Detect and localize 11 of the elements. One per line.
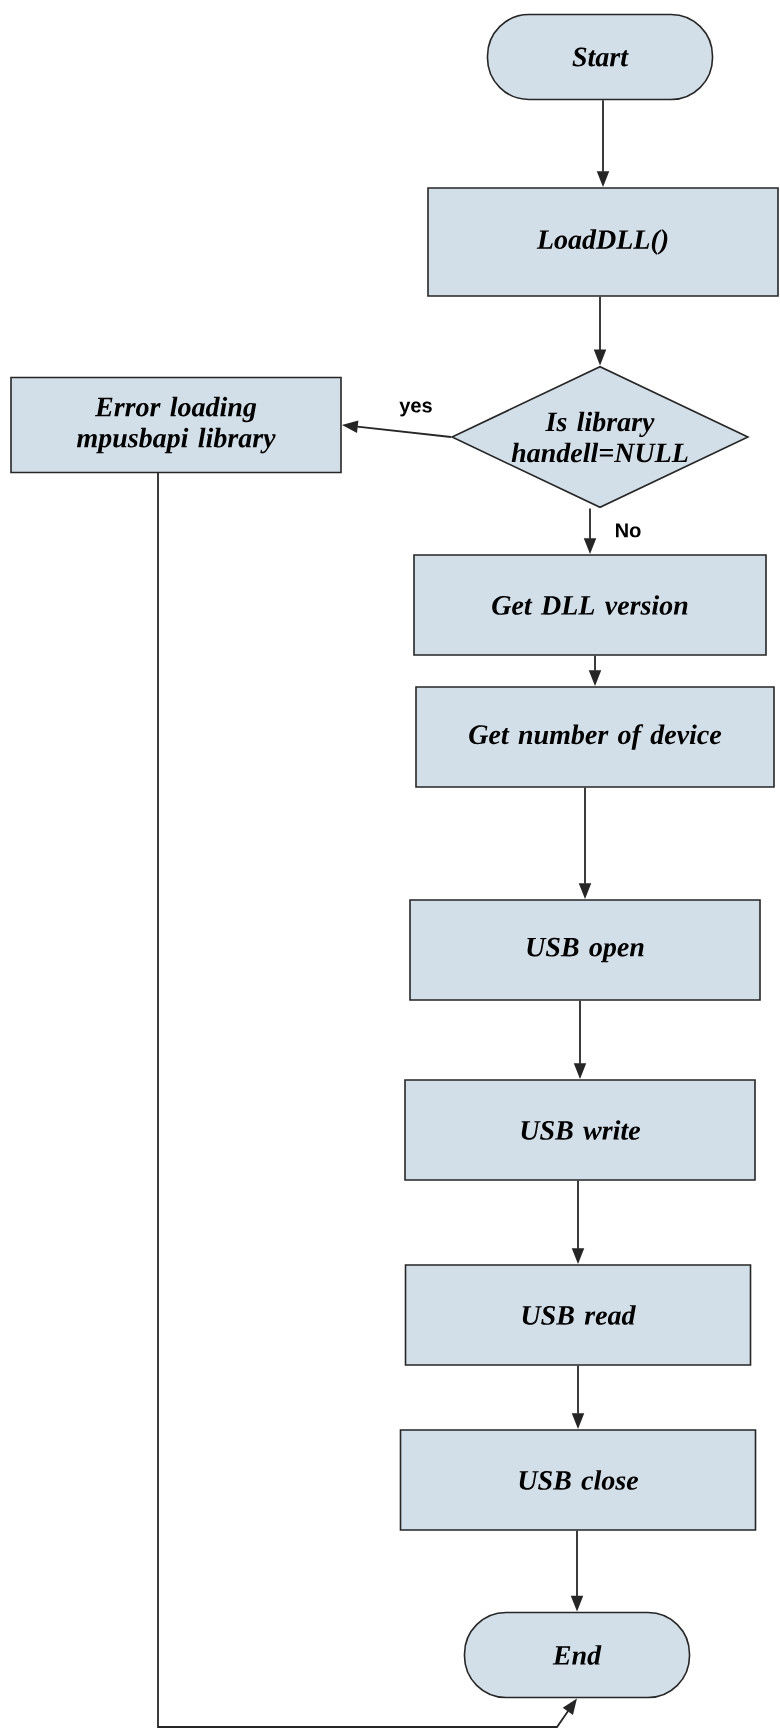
process-box: USB write xyxy=(404,1079,756,1181)
arrow xyxy=(157,471,577,1728)
edge-label: No xyxy=(613,522,643,539)
process-box: USB open xyxy=(409,899,761,1001)
process-box: USB read xyxy=(404,1264,752,1366)
edge-label: yes xyxy=(398,400,434,418)
process-box: Get DLL version xyxy=(413,554,767,656)
process-box: Get number of device xyxy=(415,686,775,788)
process-box: LoadDLL() xyxy=(427,187,779,297)
process-box: USB close xyxy=(399,1429,757,1531)
process-box: Error loading mpusbapi library xyxy=(10,376,342,474)
